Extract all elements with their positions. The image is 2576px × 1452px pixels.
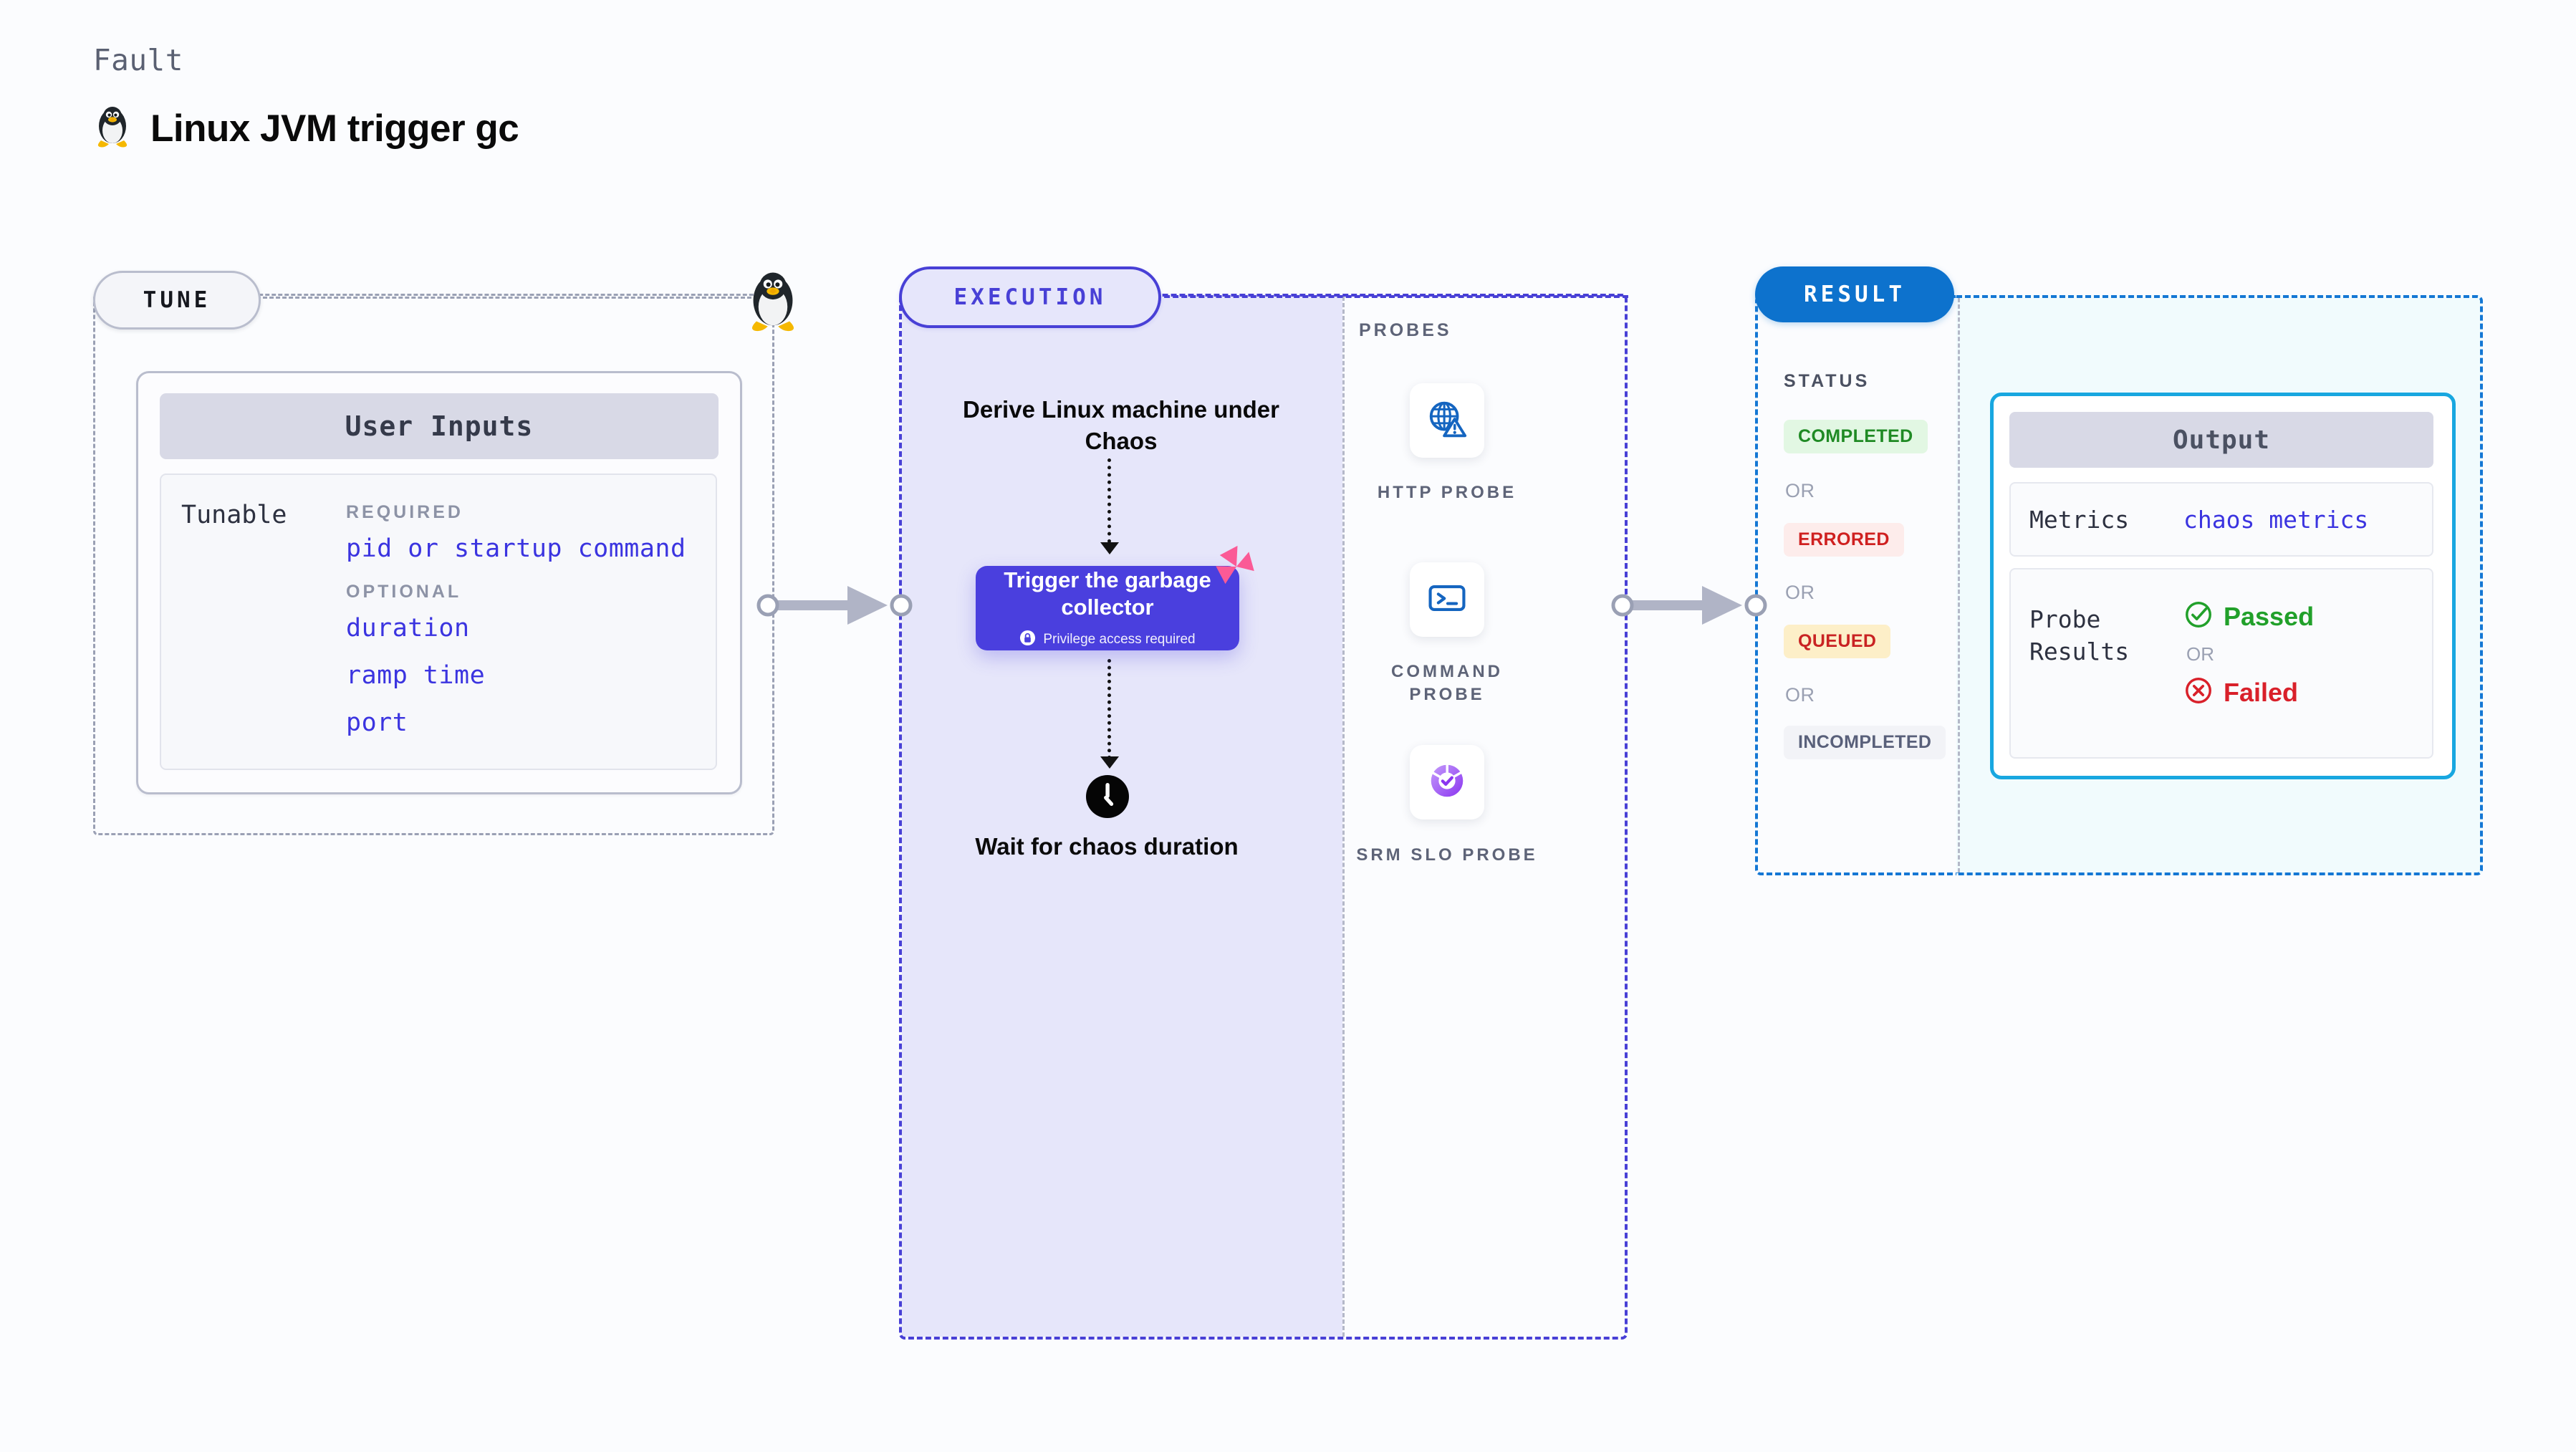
- probe-result-or: OR: [2186, 643, 2214, 665]
- status-badge-completed: COMPLETED: [1784, 420, 1928, 453]
- trigger-node-privilege-label: Privilege access required: [1043, 631, 1196, 647]
- tunable-item-pid[interactable]: pid or startup command: [346, 534, 686, 563]
- tune-dashed-connector: [256, 297, 758, 299]
- output-probe-results-row: Probe Results Passed OR: [2009, 568, 2433, 759]
- probe-result-passed-label: Passed: [2224, 601, 2315, 631]
- output-probe-results-values: Passed OR Failed: [2183, 569, 2314, 757]
- tune-to-execution-arrow: [756, 586, 913, 625]
- tunable-box: Tunable REQUIRED pid or startup command …: [160, 473, 717, 770]
- output-metrics-key: Metrics: [2029, 505, 2130, 534]
- status-badge-queued: QUEUED: [1784, 625, 1891, 658]
- optional-label: OPTIONAL: [346, 582, 462, 602]
- user-inputs-card: User Inputs Tunable REQUIRED pid or star…: [136, 371, 742, 794]
- probes-label: PROBES: [1359, 320, 1452, 340]
- execution-background: [902, 297, 1342, 1337]
- execution-dashed-top: [1155, 295, 1628, 298]
- probe-card-command[interactable]: [1410, 562, 1484, 637]
- output-probe-results-key: Probe Results: [2029, 605, 2130, 665]
- output-header: Output: [2009, 412, 2433, 468]
- page-eyebrow: Fault: [93, 43, 183, 77]
- dotted-connector-1: [1107, 458, 1111, 543]
- tunable-list: REQUIRED pid or startup command OPTIONAL…: [346, 475, 686, 769]
- status-or-3: OR: [1785, 684, 1815, 706]
- user-inputs-header: User Inputs: [160, 393, 719, 459]
- status-badge-incompleted: INCOMPLETED: [1784, 726, 1946, 759]
- output-card: Output Metrics chaos metrics Probe Resul…: [1990, 393, 2456, 779]
- slo-donut-check-icon: [1425, 759, 1469, 807]
- chaos-pinwheel-icon: [1214, 544, 1259, 589]
- status-or-1: OR: [1785, 480, 1815, 501]
- output-metrics-value[interactable]: chaos metrics: [2183, 505, 2369, 534]
- trigger-node-title: Trigger the garbage collector: [1004, 567, 1211, 620]
- probe-result-passed: Passed: [2183, 600, 2314, 633]
- execution-pill[interactable]: EXECUTION: [899, 266, 1161, 328]
- tunable-item-port[interactable]: port: [346, 708, 408, 737]
- tunable-item-duration[interactable]: duration: [346, 614, 470, 643]
- required-label: REQUIRED: [346, 502, 463, 522]
- lock-icon: [1019, 630, 1036, 650]
- tunable-item-ramp-time[interactable]: ramp time: [346, 661, 486, 690]
- result-status-panel: [1755, 295, 1959, 875]
- execution-step-trigger-node[interactable]: Trigger the garbage collector Privilege …: [976, 566, 1239, 650]
- probes-background: [1342, 297, 1625, 1337]
- probe-result-failed-label: Failed: [2224, 677, 2299, 707]
- status-badge-errored: ERRORED: [1784, 523, 1904, 557]
- result-panel-divider: [1958, 298, 1960, 872]
- terminal-icon: [1426, 577, 1469, 623]
- dotted-connector-2: [1107, 659, 1111, 759]
- execution-step-derive-label: Derive Linux machine under Chaos: [963, 396, 1279, 454]
- tux-penguin-icon: [745, 266, 801, 337]
- result-pill[interactable]: RESULT: [1755, 266, 1954, 322]
- page-header: Fault Linux JVM trigger gc: [93, 43, 519, 153]
- globe-warning-icon: [1425, 397, 1469, 445]
- probe-name-http: HTTP PROBE: [1377, 483, 1517, 502]
- tune-panel: [93, 294, 774, 835]
- output-metrics-row: Metrics chaos metrics: [2009, 482, 2433, 557]
- trigger-node-privilege-row: Privilege access required: [1019, 630, 1196, 650]
- clock-icon: [1085, 774, 1130, 819]
- arrowhead-2: [1100, 756, 1119, 769]
- arrowhead-1: [1100, 542, 1119, 554]
- tux-penguin-icon: [93, 105, 132, 153]
- execution-probes-divider: [1342, 297, 1345, 1337]
- page-title: Linux JVM trigger gc: [150, 107, 519, 150]
- tune-pill[interactable]: TUNE: [93, 271, 261, 330]
- check-circle-icon: [2183, 600, 2214, 633]
- probe-result-failed: Failed: [2183, 675, 2314, 709]
- probe-name-command: COMMAND PROBE: [1391, 662, 1503, 705]
- page-title-row: Linux JVM trigger gc: [93, 105, 519, 153]
- status-or-2: OR: [1785, 582, 1815, 603]
- x-circle-icon: [2183, 675, 2214, 709]
- tunable-label: Tunable: [181, 501, 287, 529]
- probe-name-srm-slo: SRM SLO PROBE: [1356, 845, 1538, 865]
- probe-card-srm-slo[interactable]: [1410, 745, 1484, 819]
- probe-card-http[interactable]: [1410, 383, 1484, 458]
- execution-step-wait-label: Wait for chaos duration: [975, 833, 1239, 860]
- status-label: STATUS: [1784, 371, 1870, 391]
- execution-to-result-arrow: [1611, 586, 1767, 625]
